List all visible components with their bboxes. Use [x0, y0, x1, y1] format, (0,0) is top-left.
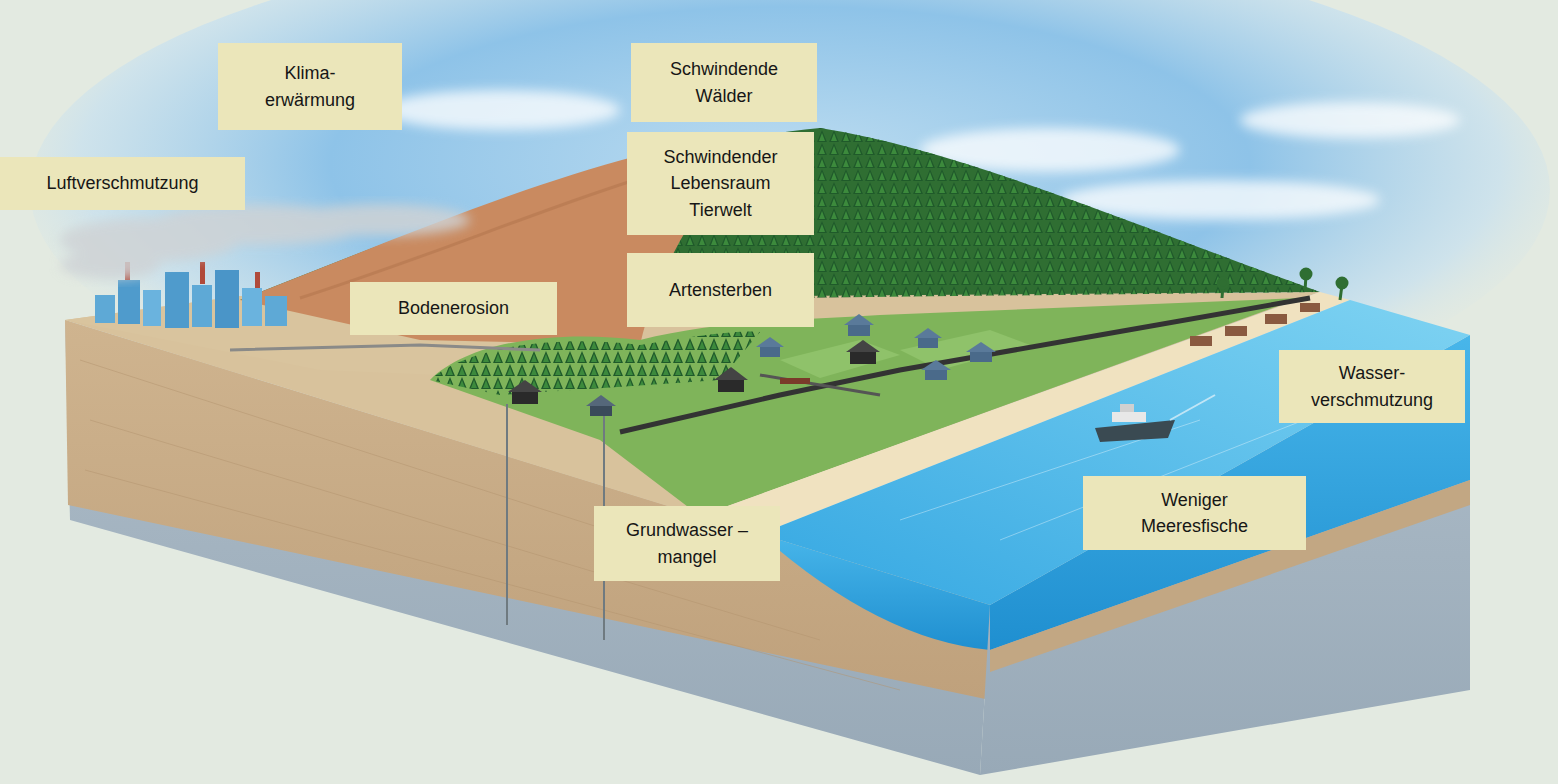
label-text: Grundwasser – mangel [612, 517, 762, 569]
label-box: Schwindender Lebensraum Tierwelt [627, 132, 814, 235]
label-text: Artensterben [669, 277, 772, 303]
label-box: Schwindende Wälder [631, 43, 817, 122]
label-box: Bodenerosion [350, 282, 557, 335]
label-text: Weniger Meeresfische [1115, 487, 1275, 539]
label-box: Artensterben [627, 253, 814, 327]
label-box: Grundwasser – mangel [594, 506, 780, 581]
label-text: Luftverschmutzung [46, 170, 198, 196]
label-text: Schwindender Lebensraum Tierwelt [651, 144, 791, 222]
label-box: Wasser- verschmutzung [1279, 350, 1465, 423]
label-text: Schwindende Wälder [659, 56, 789, 108]
label-box: Klima- erwärmung [218, 43, 402, 130]
label-text: Wasser- verschmutzung [1297, 360, 1447, 412]
label-text: Klima- erwärmung [250, 60, 370, 112]
label-box: Luftverschmutzung [0, 157, 245, 210]
label-box: Weniger Meeresfische [1083, 476, 1306, 550]
label-text: Bodenerosion [398, 295, 509, 321]
